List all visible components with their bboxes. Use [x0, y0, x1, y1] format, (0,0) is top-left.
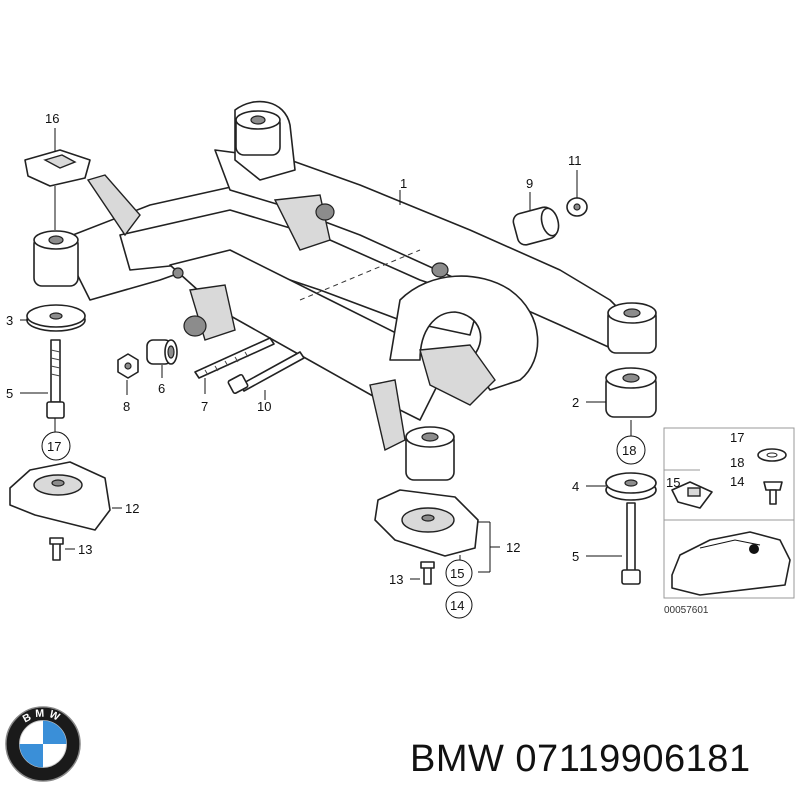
callout-rings — [41, 431, 646, 619]
callout-11: 11 — [568, 153, 582, 168]
callout-1: 1 — [400, 176, 407, 191]
callout-8: 8 — [123, 399, 130, 414]
callout-5-left: 5 — [6, 386, 13, 401]
inset-detail-box: 17 18 15 14 00057601 — [663, 427, 795, 616]
callout-18-center: 18 — [622, 443, 636, 458]
subframe-mount-front-left — [33, 230, 79, 287]
mount-plate-16 — [24, 149, 91, 187]
part-number-caption: BMW 07119906181 — [410, 738, 751, 780]
leader-lines — [20, 128, 632, 580]
bolt-5-left — [46, 339, 65, 419]
subframe-mount-front-right — [235, 110, 281, 156]
callout-7: 7 — [201, 399, 208, 414]
bolt-13-left — [49, 537, 64, 561]
callout-15-center: 15 — [450, 566, 464, 581]
callout-13-center: 13 — [389, 572, 403, 587]
bolt-13-center — [420, 561, 435, 585]
bmw-logo: BMW — [5, 706, 81, 782]
inset-reference-number: 00057601 — [664, 605, 709, 616]
callout-3: 3 — [6, 313, 13, 328]
callout-17-left: 17 — [47, 439, 61, 454]
callout-10: 10 — [257, 399, 271, 414]
nut-11 — [566, 197, 588, 217]
callout-16: 16 — [45, 111, 59, 126]
rubber-mount-2 — [605, 367, 657, 418]
callout-6: 6 — [158, 381, 165, 396]
bushing-6 — [146, 339, 178, 365]
bolt-10 — [227, 351, 305, 395]
callout-9: 9 — [526, 176, 533, 191]
inset-callout-17: 17 — [730, 430, 744, 445]
callout-14-center: 14 — [450, 598, 464, 613]
rear-subframe-part — [59, 100, 641, 452]
subframe-mount-rear-right — [607, 302, 657, 354]
bmw-logo-lettering: BMW — [21, 707, 65, 725]
inset-callout-14: 14 — [730, 474, 744, 489]
stud-bolt-7 — [194, 337, 275, 379]
washer-4 — [605, 472, 657, 501]
inset-callout-15: 15 — [666, 475, 680, 490]
bolt-5-right — [621, 502, 641, 585]
nut-8 — [117, 353, 139, 379]
subframe-mount-rear-center — [405, 426, 455, 481]
bushing-9 — [512, 206, 560, 246]
washer-3 — [26, 304, 86, 332]
mount-cover-12-left — [9, 461, 111, 531]
inset-callout-18: 18 — [730, 455, 744, 470]
callout-12-center: 12 — [506, 540, 520, 555]
callout-labels: 16 3 5 17 12 13 8 6 7 10 1 9 11 2 18 4 5… — [6, 111, 636, 613]
callout-13-left: 13 — [78, 542, 92, 557]
callout-4: 4 — [572, 479, 579, 494]
callout-2: 2 — [572, 395, 579, 410]
callout-12-left: 12 — [125, 501, 139, 516]
mount-cover-12-center — [374, 489, 479, 557]
callout-5-right: 5 — [572, 549, 579, 564]
